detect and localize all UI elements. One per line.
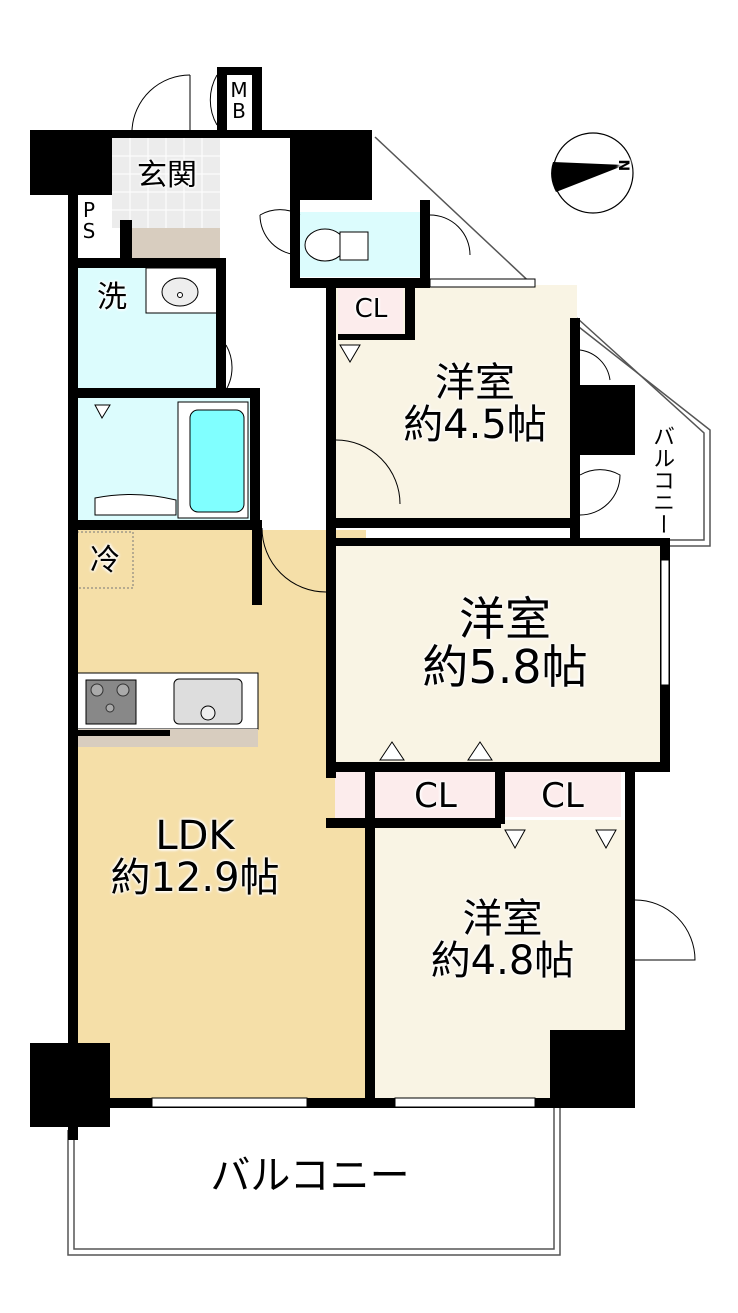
washroom-label: 洗 <box>97 280 127 315</box>
closet-3-floor <box>503 772 621 817</box>
room-name: 洋室 <box>462 896 543 942</box>
toilet <box>339 231 369 261</box>
walls <box>30 67 670 1140</box>
room-name: LDK <box>155 813 235 859</box>
room-name: 洋室 <box>435 360 515 406</box>
western-room-2-floor <box>335 545 663 765</box>
closet-3-label: CL <box>541 776 584 816</box>
closet-1-label: CL <box>354 294 388 324</box>
closet-2-label: CL <box>414 776 457 816</box>
closet-2-floor <box>373 772 495 822</box>
room-name: 洋室 <box>459 592 551 646</box>
balcony-main-label: バルコニー <box>210 1153 410 1199</box>
western-room-3-label: 洋室 約4.8帖 <box>405 898 600 982</box>
mb-label: MB <box>230 78 248 123</box>
entrance-step <box>132 228 220 260</box>
balcony-side-outline <box>374 136 711 547</box>
closet-1-floor <box>338 288 403 336</box>
room-size: 約5.8帖 <box>422 640 588 695</box>
fridge-label: 冷 <box>90 543 120 578</box>
balcony-main-outline <box>67 1105 561 1256</box>
western-room-1-label: 洋室 約4.5帖 <box>380 362 570 446</box>
bathtub <box>189 409 245 513</box>
compass-icon <box>551 132 634 214</box>
ps-label: PS <box>82 198 96 243</box>
compass-north-label: N <box>615 159 632 172</box>
room-size: 約4.5帖 <box>403 402 547 448</box>
kitchen-sink <box>173 678 243 725</box>
western-room-2-label: 洋室 約5.8帖 <box>400 595 610 692</box>
room-size: 約12.9帖 <box>110 855 280 901</box>
balcony-side-label: バルコニー <box>649 425 675 535</box>
room-size: 約4.8帖 <box>430 938 575 984</box>
entrance-label: 玄関 <box>137 158 197 193</box>
ldk-label: LDK 約12.9帖 <box>90 815 300 899</box>
